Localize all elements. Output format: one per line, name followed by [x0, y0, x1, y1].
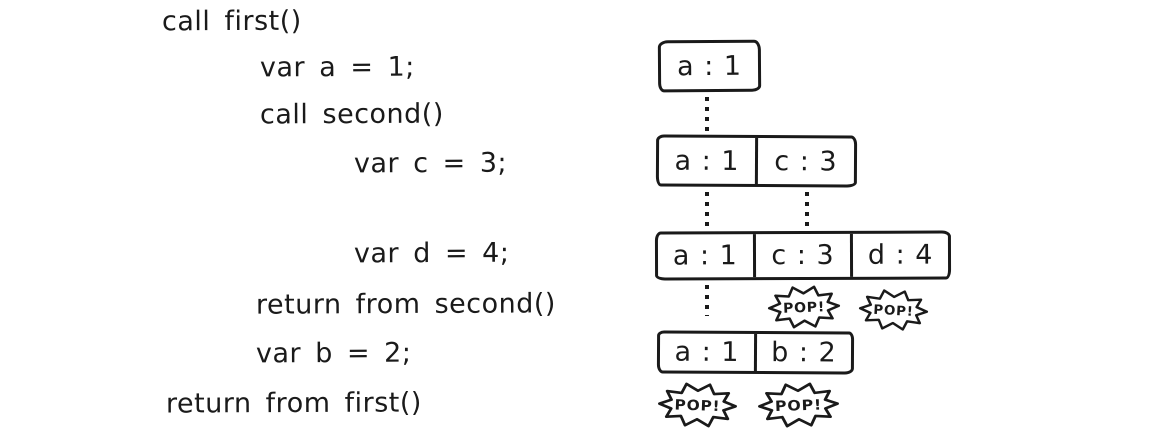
pop-burst-icon: POP!	[758, 382, 839, 428]
code-line-call-first: call first()	[161, 5, 302, 38]
dotted-connector	[805, 192, 809, 228]
pop-burst-icon: POP!	[658, 382, 737, 428]
dotted-connector	[705, 285, 709, 316]
code-line-var-b: var b = 2;	[255, 337, 412, 370]
frame-cell: d : 4	[850, 233, 949, 277]
code-line-return-second: return from second()	[255, 288, 556, 321]
stack-frame-a1-c3-d4: a : 1 c : 3 d : 4	[654, 230, 952, 281]
pop-burst-label: POP!	[775, 396, 823, 415]
frame-cell: a : 1	[672, 240, 738, 272]
code-line-return-first: return from first()	[165, 387, 422, 420]
dotted-connector	[705, 192, 709, 228]
burst-outline	[758, 382, 839, 428]
pop-burst-icon: POP!	[858, 289, 929, 331]
stack-frame-a1-c3: a : 1 c : 3	[655, 134, 858, 188]
frame-cell: c : 3	[754, 137, 855, 185]
code-line-var-d: var d = 4;	[353, 237, 510, 270]
frame-cell: a : 1	[674, 336, 740, 368]
dotted-connector	[705, 97, 709, 133]
code-line-var-a: var a = 1;	[259, 51, 415, 84]
frame-cell: b : 2	[753, 333, 852, 372]
code-line-var-c: var c = 3;	[353, 147, 508, 180]
pop-burst-icon: POP!	[767, 285, 841, 329]
stack-frame-a1: a : 1	[657, 39, 762, 93]
burst-outline	[858, 289, 929, 331]
stack-frame-a1-b2: a : 1 b : 2	[656, 330, 855, 375]
frame-cell: a : 1	[676, 50, 743, 82]
code-line-call-second: call second()	[259, 98, 444, 131]
pop-burst-label: POP!	[783, 299, 825, 316]
frame-cell: a : 1	[674, 145, 740, 177]
pop-burst-label: POP!	[674, 397, 720, 415]
burst-outline	[767, 285, 841, 329]
pop-burst-label: POP!	[873, 303, 914, 320]
frame-cell: c : 3	[752, 233, 851, 278]
burst-outline	[658, 382, 737, 428]
